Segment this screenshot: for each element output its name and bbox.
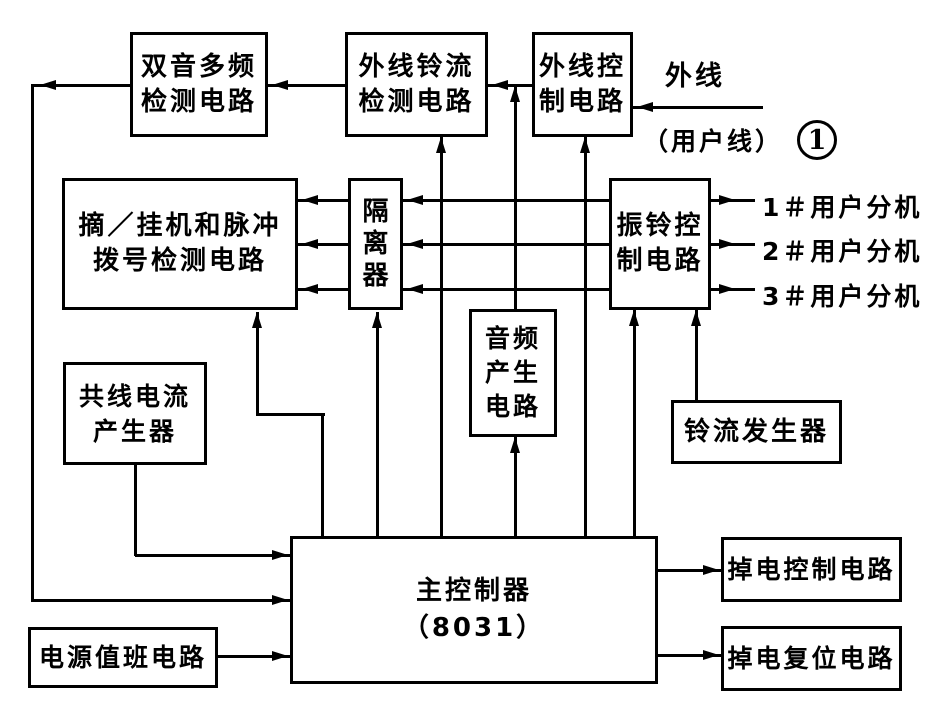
arrowhead-right-icon: [272, 550, 288, 560]
wire-commonline-to-controller: [135, 554, 290, 557]
arrowhead-left-icon: [407, 284, 423, 294]
box-label: 掉电控制电路: [727, 555, 896, 584]
wire-ringctrl-to-isolator: [403, 288, 609, 291]
wire-controller-to-hookdetect-jog: [257, 413, 325, 416]
box-label: 外线控: [538, 51, 626, 82]
arrowhead-up-icon: [436, 137, 446, 153]
box-ring-current-gen: 铃流发生器: [671, 400, 842, 464]
wire-left-bus: [31, 84, 34, 602]
box-power-down-control: 掉电控制电路: [721, 537, 902, 602]
box-label: 铃流发生器: [683, 416, 829, 447]
arrowhead-right-icon: [703, 650, 719, 660]
wire-controller-to-ringdetect: [440, 137, 443, 538]
box-main-controller: 主控制器 （8031）: [290, 536, 658, 684]
arrowhead-left-icon: [492, 80, 508, 90]
wire-isolator-to-hookdetect: [298, 199, 348, 202]
box-ring-control: 振铃控 制电路: [609, 178, 711, 310]
box-label: 掉电复位电路: [727, 644, 896, 673]
arrowhead-right-icon: [719, 195, 735, 205]
wire-controller-to-pdctrl: [658, 569, 721, 572]
arrowhead-up-icon: [252, 312, 262, 328]
box-label: 制电路: [538, 86, 626, 117]
box-audio-gen: 音频 产生 电路: [469, 309, 557, 437]
wire-controller-to-hookdetect: [321, 413, 324, 538]
box-label: 隔: [362, 197, 389, 227]
label-extension-3: 3＃用户分机: [762, 282, 923, 311]
box-isolator: 隔 离 器: [348, 178, 403, 310]
arrowhead-right-icon: [719, 239, 735, 249]
wire-ringctrl-to-isolator: [403, 199, 609, 202]
arrowhead-right-icon: [719, 284, 735, 294]
wire-dtmf-output: [32, 84, 130, 87]
label-subscriber-line: （用户线）: [643, 127, 784, 156]
arrowhead-up-icon: [691, 310, 701, 326]
box-label: 摘／挂机和脉冲: [78, 211, 282, 241]
wire-dtmf-bus-to-controller: [32, 599, 290, 602]
box-label: 双音多频: [140, 51, 257, 82]
box-label: （8031）: [402, 613, 546, 643]
box-label: 拨号检测电路: [92, 246, 267, 276]
arrowhead-left-icon: [272, 80, 288, 90]
wire-controller-to-pdreset: [658, 654, 721, 657]
box-outside-line-control: 外线控 制电路: [532, 32, 633, 137]
wire-ringctrl-to-isolator: [403, 243, 609, 246]
box-label: 振铃控: [616, 211, 704, 241]
wire-ringdetect-to-dtmf: [268, 84, 345, 87]
box-label: 主控制器: [415, 576, 532, 606]
arrowhead-left-icon: [637, 102, 653, 112]
box-power-standby: 电源值班电路: [28, 627, 218, 688]
box-label: 产生器: [92, 416, 177, 446]
arrowhead-left-icon: [407, 239, 423, 249]
box-label: 产生: [484, 358, 541, 387]
label-extension-2: 2＃用户分机: [762, 237, 923, 266]
arrowhead-up-icon: [580, 137, 590, 153]
box-label: 外线铃流: [358, 51, 475, 82]
box-label: 共线电流: [78, 381, 191, 411]
wire-commonline-drop: [134, 464, 137, 556]
arrowhead-left-icon: [302, 284, 318, 294]
wire-isolator-to-hookdetect: [298, 243, 348, 246]
box-label: 电路: [484, 392, 541, 421]
box-power-down-reset: 掉电复位电路: [721, 626, 902, 691]
box-common-line-current: 共线电流 产生器: [63, 362, 207, 465]
arrowhead-right-icon: [272, 595, 288, 605]
wire-linectrl-to-ringdetect: [488, 84, 532, 87]
arrowhead-right-icon: [272, 651, 288, 661]
box-dtmf-detect: 双音多频 检测电路: [130, 32, 268, 137]
figure-number-badge: 1: [797, 120, 837, 160]
label-extension-1: 1＃用户分机: [762, 193, 923, 222]
wire-controller-to-isolator: [376, 312, 379, 538]
arrowhead-up-icon: [510, 437, 520, 453]
box-label: 检测电路: [358, 86, 475, 117]
wire-controller-to-hookdetect: [256, 312, 259, 416]
wire-audiogen-up: [514, 85, 517, 311]
figure-number: 1: [807, 124, 827, 156]
box-label: 电源值班电路: [38, 643, 207, 672]
box-label: 音频: [484, 324, 541, 353]
box-label: 制电路: [616, 246, 704, 276]
box-hook-pulse-detect: 摘／挂机和脉冲 拨号检测电路: [62, 178, 298, 310]
box-label: 检测电路: [140, 86, 257, 117]
wire-isolator-to-hookdetect: [298, 288, 348, 291]
box-label: 离: [362, 229, 389, 259]
arrowhead-right-icon: [703, 565, 719, 575]
wire-standby-to-controller: [218, 655, 290, 658]
box-label: 器: [362, 261, 389, 291]
wire-outside-line: [633, 106, 763, 109]
label-outside-line: 外线: [665, 61, 725, 92]
arrowhead-left-icon: [407, 195, 423, 205]
arrowhead-left-icon: [302, 239, 318, 249]
arrowhead-up-icon: [510, 86, 520, 102]
box-outside-ring-detect: 外线铃流 检测电路: [345, 32, 488, 137]
arrowhead-left-icon: [302, 195, 318, 205]
wire-controller-to-ringctrl: [633, 310, 636, 538]
wire-ringgen-to-ringctrl: [695, 310, 698, 402]
arrowhead-up-icon: [629, 310, 639, 326]
arrowhead-left-icon: [40, 80, 56, 90]
wire-controller-to-linectrl: [584, 137, 587, 538]
arrowhead-up-icon: [372, 312, 382, 328]
wire-controller-to-audiogen: [514, 437, 517, 538]
